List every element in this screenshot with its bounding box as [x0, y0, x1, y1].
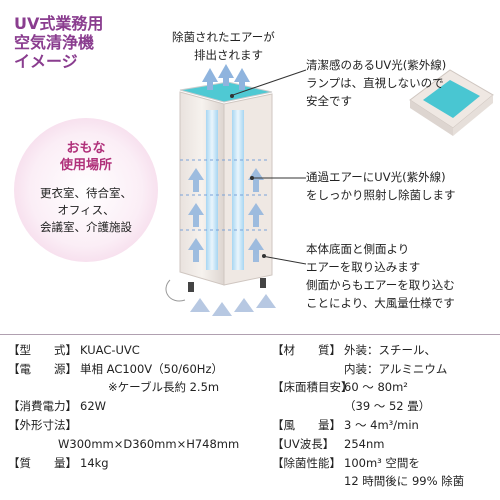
intake-arrows	[190, 294, 276, 316]
spec-label: 【消費電力】	[8, 399, 77, 413]
spec-row: 【電 源】単相 AC100V（50/60Hz）	[8, 361, 223, 377]
callout-text: ランプは、直視しないので	[306, 76, 444, 90]
uses-item: 会議室、介護施設	[40, 220, 132, 234]
air-purifier-illustration	[165, 64, 276, 316]
spec-value: 外装：スチール、	[344, 343, 436, 357]
callout-text: をしっかり照射し除菌します	[306, 188, 456, 202]
leader-line-pass	[250, 176, 306, 180]
spec-value: ※ケーブル長約 2.5m	[108, 380, 220, 394]
uv-dash-lines	[180, 159, 270, 231]
spec-value: 254nm	[344, 437, 385, 451]
spec-value: W300mm×D360mm×H748mm	[58, 437, 240, 451]
title-line-1: UV式業務用	[14, 14, 104, 33]
callout-intake: 本体底面と側面より エアーを取り込みます 側面からもエアーを取り込む ことにより…	[306, 240, 455, 312]
uses-circle	[14, 118, 158, 262]
callout-text: ことにより、大風量仕様です	[306, 296, 455, 310]
leader-line-intake	[262, 254, 307, 265]
spec-value: 100m³ 空間を	[344, 456, 420, 470]
spec-label: 【床面積目安】	[272, 380, 353, 394]
spec-row: W300mm×D360mm×H748mm	[58, 436, 239, 452]
spec-row: 【質 量】14kg	[8, 455, 109, 471]
spec-row: 【材 質】外装：スチール、	[272, 342, 436, 358]
spec-value: 12 時間後に 99% 除菌	[344, 474, 465, 488]
callout-text: 通過エアーにUV光(紫外線)	[306, 170, 446, 184]
spec-label: 【電 源】	[8, 362, 77, 376]
title-line-2: 空気清浄機	[14, 33, 95, 52]
page-title: UV式業務用 空気清浄機 イメージ	[14, 14, 103, 71]
spec-value: KUAC-UVC	[80, 343, 140, 357]
spec-value: 62W	[80, 399, 107, 413]
callout-text: 本体底面と側面より	[306, 242, 410, 256]
uses-list: 更衣室、待合室、 オフィス、 会議室、介護施設	[14, 185, 158, 236]
caster	[188, 282, 194, 292]
callout-text: 排出されます	[194, 48, 263, 62]
exhaust-arrows	[202, 64, 250, 90]
spec-row: （39 ～ 52 畳）	[344, 398, 430, 414]
spec-row: 【UV波長】 254nm	[272, 436, 384, 452]
spec-divider	[0, 334, 500, 335]
spec-row: ※ケーブル長約 2.5m	[108, 379, 219, 395]
uses-item: 更衣室、待合室、	[40, 186, 132, 200]
caster	[260, 278, 266, 288]
callout-text: 除菌されたエアーが	[172, 30, 275, 44]
spec-label: 【材 質】	[272, 343, 341, 357]
spec-row: 【型 式】KUAC-UVC	[8, 342, 140, 358]
spec-row: 12 時間後に 99% 除菌	[344, 473, 464, 489]
uv-lamp-detail-illustration	[409, 69, 494, 136]
uv-lamp	[206, 110, 218, 270]
spec-label: 【質 量】	[8, 456, 77, 470]
spec-value: 60 ～ 80m²	[344, 380, 408, 394]
uses-heading-line-1: おもな	[66, 141, 106, 156]
callout-text: 安全です	[306, 94, 352, 108]
spec-value: （39 ～ 52 畳）	[344, 399, 431, 413]
callout-pass: 通過エアーにUV光(紫外線) をしっかり照射し除菌します	[306, 168, 456, 204]
airflow-arrows	[188, 168, 264, 262]
spec-label: 【外形寸法】	[8, 418, 77, 432]
callout-text: 清潔感のあるUV光(紫外線)	[306, 58, 447, 72]
title-line-3: イメージ	[14, 52, 78, 71]
spec-row: 【床面積目安】60 ～ 80m²	[272, 379, 408, 395]
spec-label: 【UV波長】	[272, 437, 335, 451]
spec-value: 14kg	[80, 456, 109, 470]
callout-exhaust: 除菌されたエアーが 排出されます	[172, 28, 275, 64]
spec-row: 内装：アルミニウム	[344, 361, 447, 377]
uses-heading-line-2: 使用場所	[59, 158, 112, 173]
uses-heading: おもな 使用場所	[14, 140, 158, 174]
spec-label: 【除菌性能】	[272, 456, 341, 470]
callout-text: エアーを取り込みます	[306, 260, 421, 274]
spec-label: 【風 量】	[272, 418, 341, 432]
leader-line-lamp	[230, 69, 307, 98]
spec-row: 【消費電力】62W	[8, 398, 106, 414]
callout-lamp: 清潔感のあるUV光(紫外線) ランプは、直視しないので 安全です	[306, 56, 446, 110]
power-cable	[165, 279, 186, 302]
spec-value: 内装：アルミニウム	[344, 362, 448, 376]
spec-row: 【風 量】3 ～ 4m³/min	[272, 417, 419, 433]
spec-label: 【型 式】	[8, 343, 77, 357]
uv-lamp	[232, 110, 244, 270]
spec-value: 3 ～ 4m³/min	[344, 418, 419, 432]
uses-item: オフィス、	[57, 203, 115, 217]
spec-row: 【外形寸法】	[8, 417, 80, 433]
spec-value: 単相 AC100V（50/60Hz）	[80, 362, 223, 376]
callout-text: 側面からもエアーを取り込む	[306, 278, 455, 292]
spec-row: 【除菌性能】100m³ 空間を	[272, 455, 420, 471]
